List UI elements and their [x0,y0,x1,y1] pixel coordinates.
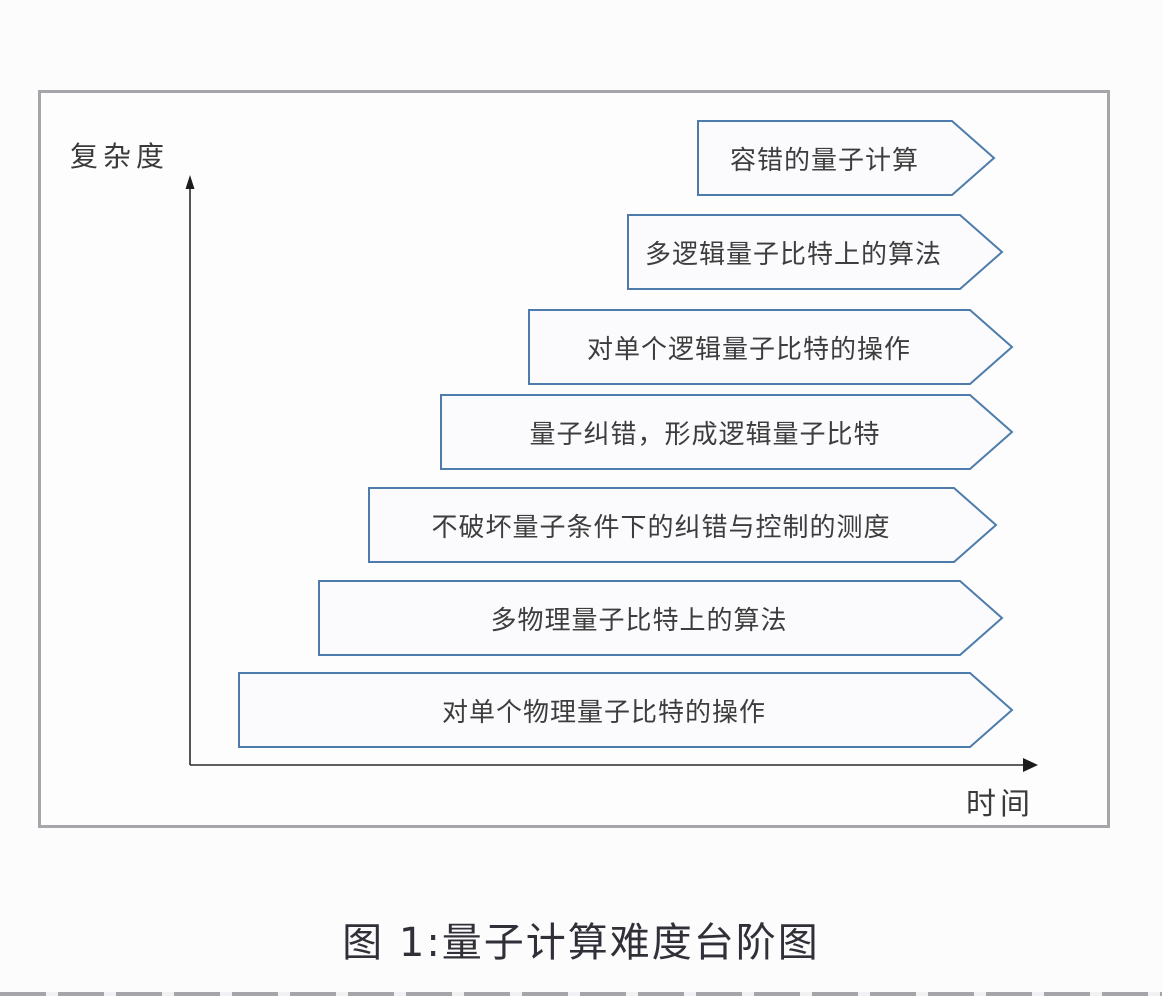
y-axis-label: 复杂度 [70,140,170,173]
cropped-text-strip [0,992,1162,996]
x-axis-arrowhead-icon [1023,758,1038,772]
step-label: 对单个物理量子比特的操作 [441,697,766,728]
step-label: 不破坏量子条件下的纠错与控制的测度 [431,512,891,543]
step-arrow-shape [528,309,1014,385]
axes [185,175,1038,772]
step-label: 多逻辑量子比特上的算法 [644,239,942,270]
step-arrow-shape [238,672,1014,748]
step-box: 量子纠错，形成逻辑量子比特 [440,394,1014,470]
step-box: 多逻辑量子比特上的算法 [627,214,1004,290]
step-box: 对单个逻辑量子比特的操作 [528,309,1014,385]
step-box: 不破坏量子条件下的纠错与控制的测度 [368,487,998,563]
step-box: 对单个物理量子比特的操作 [238,672,1014,748]
step-arrow-shape [368,487,998,563]
step-arrow-shape [440,394,1014,470]
step-label: 对单个逻辑量子比特的操作 [586,334,911,365]
step-arrow-shape [627,214,1004,290]
x-axis-label: 时间 [966,787,1034,822]
step-label: 量子纠错，形成逻辑量子比特 [529,419,881,450]
step-box: 容错的量子计算 [697,120,996,196]
step-box: 多物理量子比特上的算法 [318,580,1004,656]
step-label: 容错的量子计算 [729,145,919,176]
diagram-frame: 复杂度 时间 容错的量子计算 多逻辑量子比特上的算法 对单个逻辑量子比特的操作 [38,90,1110,828]
step-arrow-shape [318,580,1004,656]
y-axis-arrowhead-icon [185,175,195,189]
step-arrow-shape [697,120,996,196]
figure-caption: 图 1:量子计算难度台阶图 [342,920,820,966]
step-label: 多物理量子比特上的算法 [490,605,788,636]
